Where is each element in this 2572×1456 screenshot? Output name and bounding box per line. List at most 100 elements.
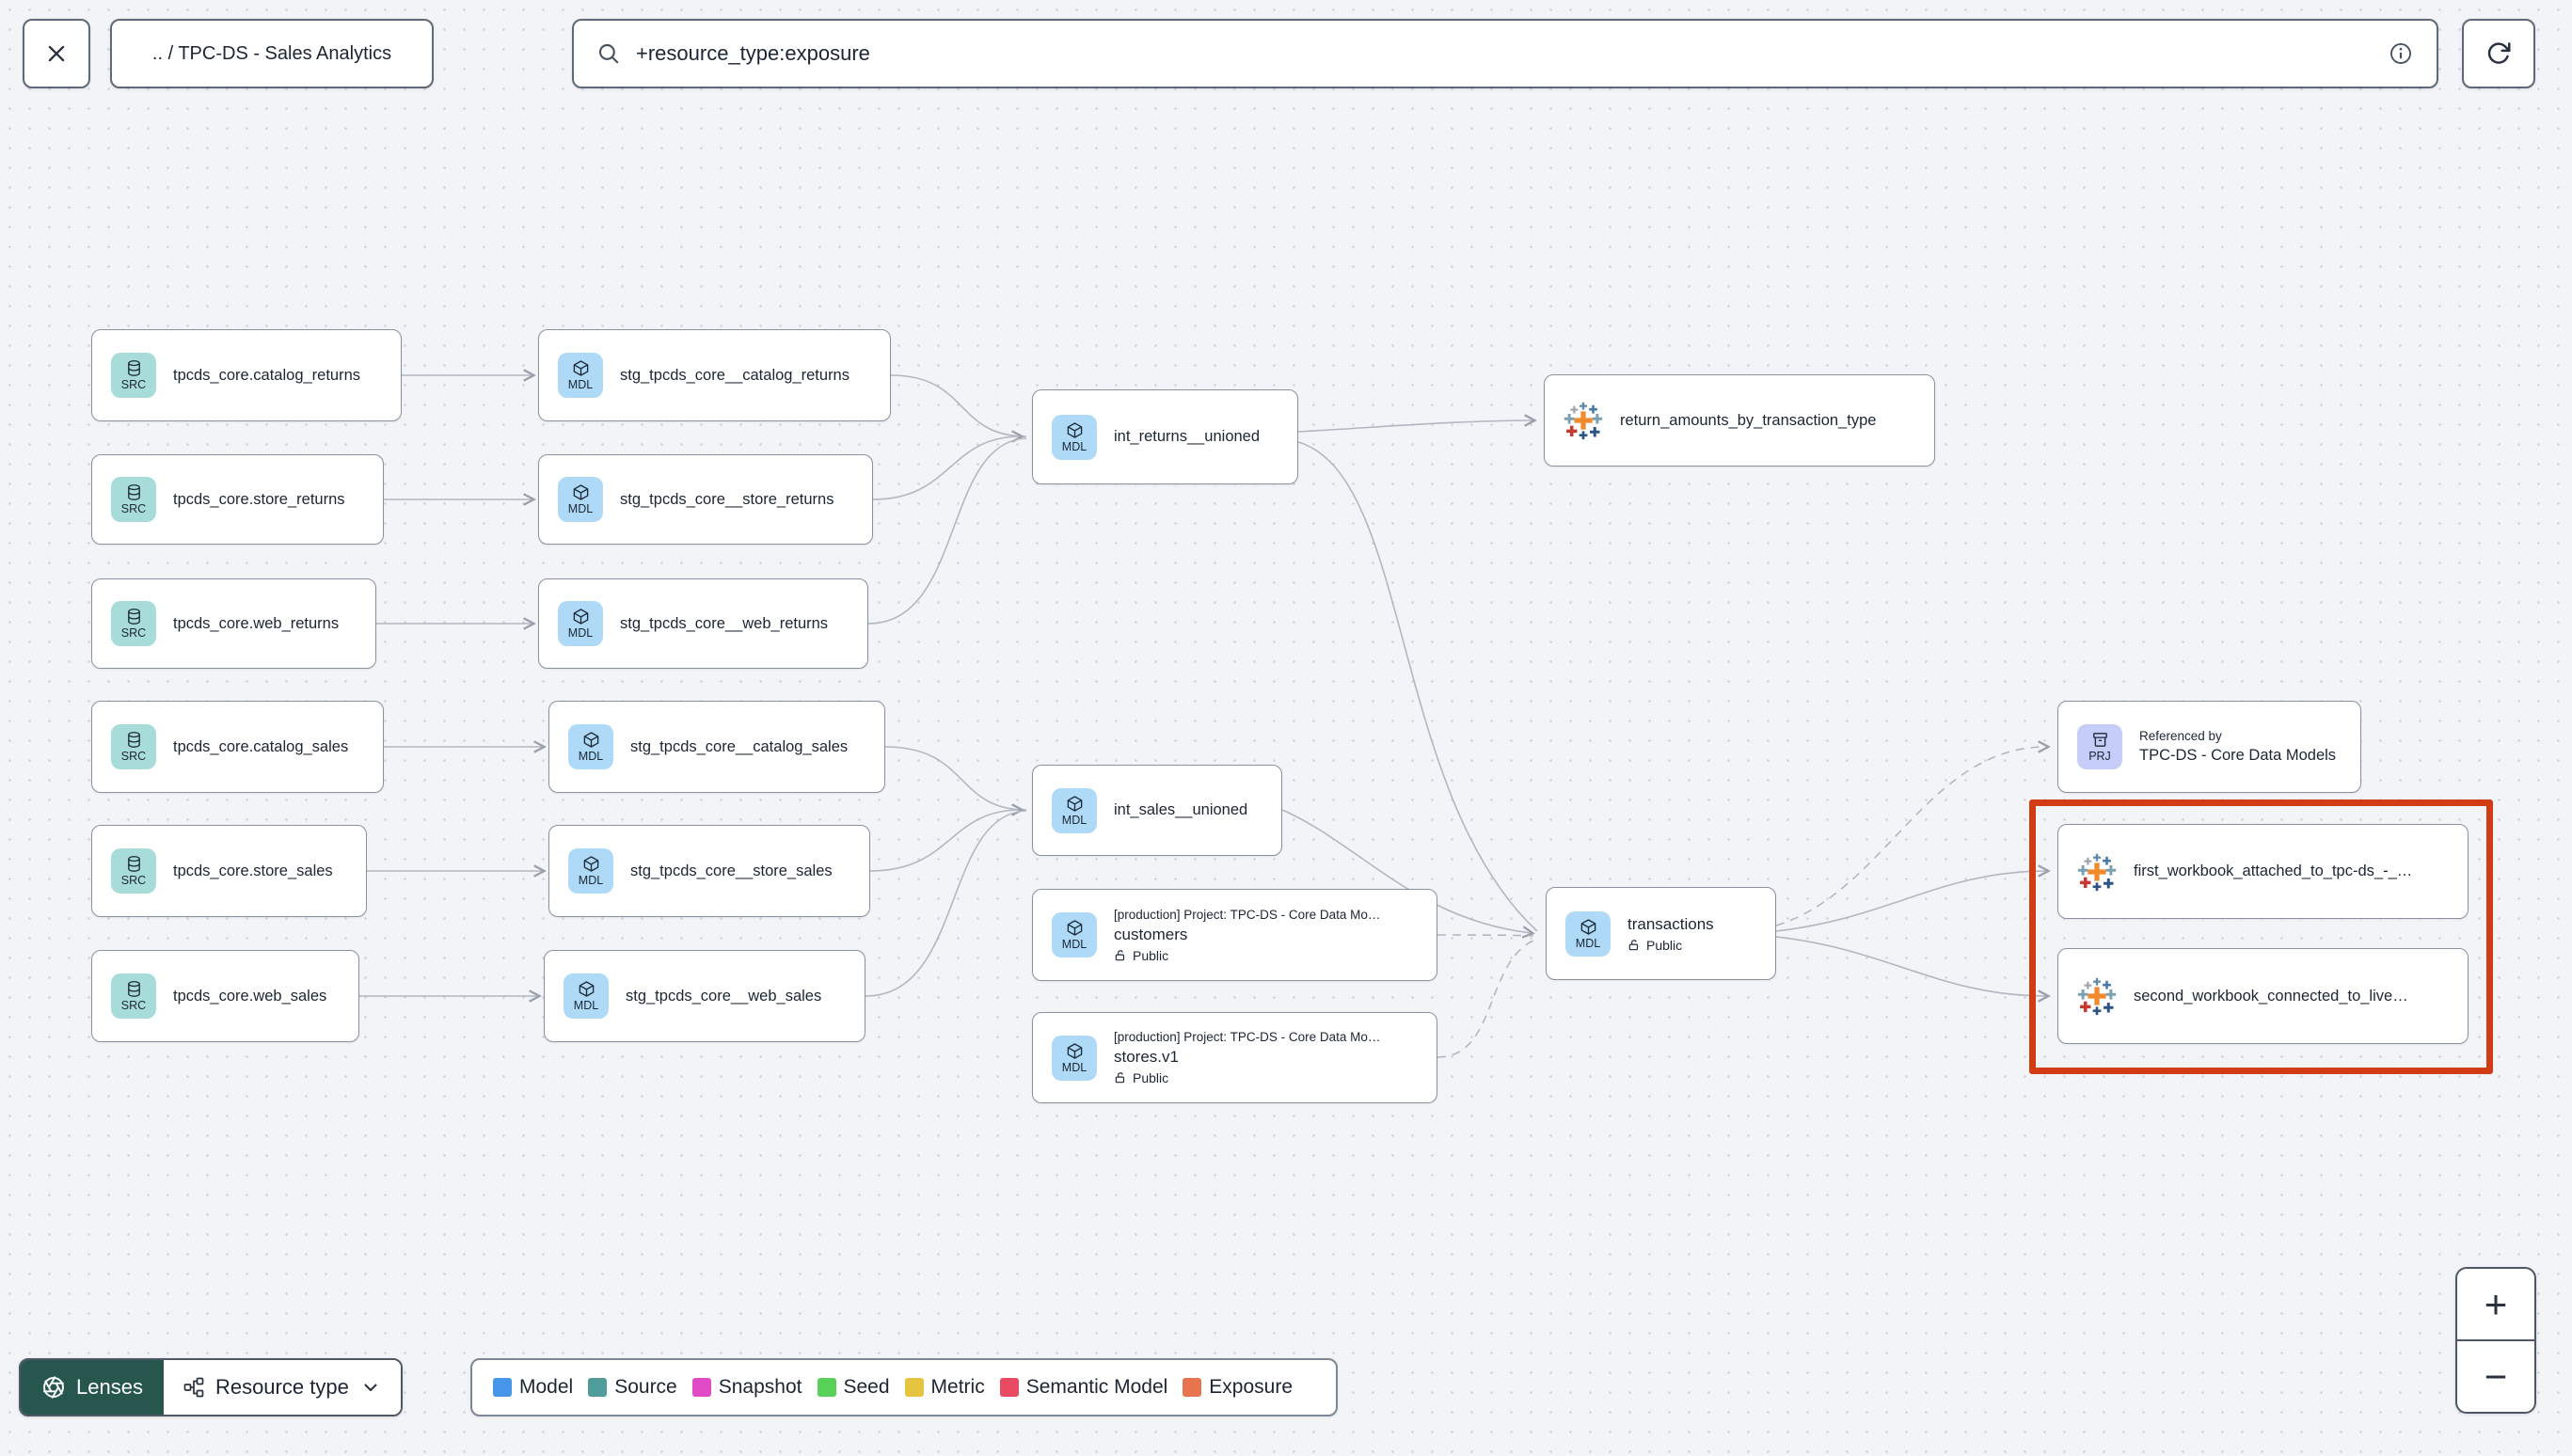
zoom-control: + −	[2455, 1267, 2536, 1414]
node-stg-catalog-sales[interactable]: MDL stg_tpcds_core__catalog_sales	[548, 701, 885, 793]
package-icon	[582, 731, 600, 749]
legend: Model Source Snapshot Seed Metric Semant…	[470, 1358, 1338, 1416]
database-icon	[125, 855, 143, 873]
node-stg-catalog-returns[interactable]: MDL stg_tpcds_core__catalog_returns	[538, 329, 891, 421]
package-icon	[1066, 421, 1084, 439]
node-int-sales-unioned[interactable]: MDL int_sales__unioned	[1032, 765, 1282, 856]
node-src-web-sales[interactable]: SRC tpcds_core.web_sales	[91, 950, 359, 1042]
legend-item-semantic-model: Semantic Model	[999, 1376, 1167, 1399]
legend-item-exposure: Exposure	[1183, 1376, 1293, 1399]
node-label: int_sales__unioned	[1114, 801, 1248, 818]
model-badge: MDL	[568, 724, 613, 769]
source-badge: SRC	[111, 973, 156, 1019]
node-second-workbook[interactable]: second_workbook_connected_to_live…	[2057, 948, 2469, 1044]
source-badge: SRC	[111, 848, 156, 894]
source-badge: SRC	[111, 353, 156, 398]
refresh-button[interactable]	[2462, 19, 2535, 88]
legend-swatch	[999, 1378, 1019, 1397]
package-icon	[572, 608, 590, 625]
node-label: stores.v1	[1114, 1048, 1179, 1066]
model-badge: MDL	[1565, 910, 1611, 957]
node-label: transactions	[1627, 914, 1714, 933]
database-icon	[125, 608, 143, 625]
node-label: stg_tpcds_core__web_returns	[620, 614, 829, 632]
tableau-icon	[2077, 852, 2117, 892]
node-int-returns-unioned[interactable]: MDL int_returns__unioned	[1032, 389, 1298, 484]
close-button[interactable]	[23, 19, 90, 88]
legend-item-metric: Metric	[904, 1376, 985, 1399]
node-src-store-sales[interactable]: SRC tpcds_core.store_sales	[91, 825, 367, 917]
model-badge: MDL	[1052, 414, 1097, 460]
package-icon	[1066, 919, 1084, 937]
node-stg-store-sales[interactable]: MDL stg_tpcds_core__store_sales	[548, 825, 870, 917]
node-label: tpcds_core.catalog_returns	[173, 366, 361, 384]
node-label: stg_tpcds_core__store_returns	[620, 490, 834, 508]
node-src-web-returns[interactable]: SRC tpcds_core.web_returns	[91, 578, 376, 669]
lock-open-icon	[1114, 949, 1127, 962]
legend-swatch	[817, 1378, 836, 1397]
legend-swatch	[691, 1378, 711, 1397]
database-icon	[125, 980, 143, 998]
package-icon	[572, 483, 590, 501]
resource-type-dropdown[interactable]: Resource type	[163, 1360, 401, 1415]
node-exposure-return-amounts[interactable]: return_amounts_by_transaction_type	[1544, 374, 1935, 467]
lenses-button[interactable]: Lenses	[21, 1360, 164, 1415]
package-icon	[1580, 918, 1597, 936]
node-label: tpcds_core.web_sales	[173, 987, 327, 1005]
node-transactions[interactable]: MDL transactions Public	[1546, 887, 1776, 980]
node-first-workbook[interactable]: first_workbook_attached_to_tpc-ds_-_…	[2057, 824, 2469, 919]
node-label: stg_tpcds_core__web_sales	[626, 987, 822, 1005]
legend-swatch	[493, 1378, 512, 1397]
tableau-icon	[2077, 976, 2117, 1016]
node-stg-web-sales[interactable]: MDL stg_tpcds_core__web_sales	[544, 950, 865, 1042]
model-badge: MDL	[558, 353, 603, 398]
source-badge: SRC	[111, 601, 156, 646]
zoom-in-button[interactable]: +	[2457, 1269, 2534, 1341]
breadcrumb-button[interactable]: .. / TPC-DS - Sales Analytics	[110, 19, 434, 88]
node-customers[interactable]: MDL [production] Project: TPC-DS - Core …	[1032, 889, 1437, 981]
referenced-by-label: Referenced by	[2139, 729, 2222, 743]
node-stg-web-returns[interactable]: MDL stg_tpcds_core__web_returns	[538, 578, 868, 669]
node-label: int_returns__unioned	[1114, 428, 1261, 445]
chevron-down-icon	[364, 1384, 377, 1392]
package-icon	[1066, 795, 1084, 813]
node-stg-store-returns[interactable]: MDL stg_tpcds_core__store_returns	[538, 454, 873, 545]
search-icon	[598, 43, 619, 64]
model-badge: MDL	[1052, 787, 1097, 833]
info-icon[interactable]	[2388, 40, 2414, 67]
package-icon	[578, 980, 595, 998]
search-bar[interactable]	[572, 19, 2438, 88]
search-input[interactable]	[634, 40, 2374, 67]
model-badge: MDL	[558, 601, 603, 646]
node-label: tpcds_core.web_returns	[173, 614, 340, 632]
refresh-icon	[2487, 42, 2511, 64]
node-label: stg_tpcds_core__catalog_sales	[630, 737, 849, 755]
node-label: customers	[1114, 925, 1188, 943]
node-referenced-by-project[interactable]: PRJ Referenced by TPC-DS - Core Data Mod…	[2057, 701, 2361, 793]
legend-swatch	[1183, 1378, 1202, 1397]
access-badge: Public	[1627, 938, 1714, 953]
node-label: return_amounts_by_transaction_type	[1620, 411, 1877, 429]
node-stores-v1[interactable]: MDL [production] Project: TPC-DS - Core …	[1032, 1012, 1437, 1103]
package-icon	[572, 359, 590, 377]
node-src-catalog-returns[interactable]: SRC tpcds_core.catalog_returns	[91, 329, 402, 421]
archive-icon	[2091, 731, 2109, 749]
node-src-catalog-sales[interactable]: SRC tpcds_core.catalog_sales	[91, 701, 384, 793]
database-icon	[125, 731, 143, 749]
node-src-store-returns[interactable]: SRC tpcds_core.store_returns	[91, 454, 384, 545]
access-badge: Public	[1114, 948, 1380, 963]
zoom-out-button[interactable]: −	[2484, 1353, 2508, 1399]
node-label: tpcds_core.catalog_sales	[173, 737, 349, 755]
node-label: TPC-DS - Core Data Models	[2139, 747, 2337, 764]
database-icon	[125, 359, 143, 377]
model-badge: MDL	[568, 848, 613, 894]
package-icon	[582, 855, 600, 873]
legend-swatch	[904, 1378, 924, 1397]
legend-item-seed: Seed	[817, 1376, 890, 1399]
aperture-icon	[43, 1376, 64, 1399]
node-label: second_workbook_connected_to_live…	[2134, 987, 2408, 1005]
model-badge: MDL	[1052, 1035, 1097, 1081]
node-label: tpcds_core.store_returns	[173, 490, 345, 508]
